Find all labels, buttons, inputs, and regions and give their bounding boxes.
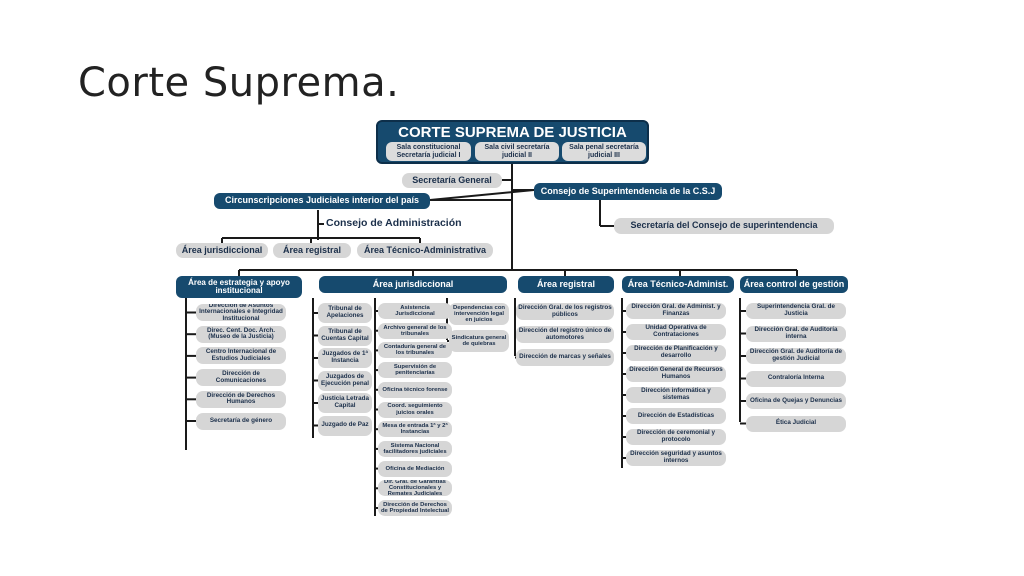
juris-col3-item: Dependencias con intervención legal en j… xyxy=(449,303,509,325)
control-items-item: Dirección Gral. de Auditoría de gestión … xyxy=(746,348,846,364)
consejo-superintendencia-box: Consejo de Superintendencia de la C.S.J xyxy=(534,183,722,200)
juris-col1-item: Juzgado de Paz xyxy=(318,415,372,436)
circ-area-registral: Área registral xyxy=(273,243,351,258)
control-items-item: Oficina de Quejas y Denuncias xyxy=(746,393,846,409)
area-jurisdiccional: Área jurisdiccional xyxy=(319,276,507,293)
juris-col2-item: Contaduría general de los tribunales xyxy=(378,342,452,359)
sala-constitucional: Sala constitucional Secretaría judicial … xyxy=(386,142,471,161)
area-tecnico: Área Técnico-Administ. xyxy=(622,276,734,293)
juris-col2-item: Oficina de Mediación xyxy=(378,460,452,477)
area-registral: Área registral xyxy=(518,276,614,293)
juris-col2-item: Mesa de entrada 1ª y 2ª Instancias xyxy=(378,421,452,438)
juris-col3-item: Sindicatura general de quiebras xyxy=(449,330,509,352)
juris-col1-item: Tribunal de Apelaciones xyxy=(318,303,372,323)
juris-col2-item: Sistema Nacional facilitadores judiciale… xyxy=(378,440,452,457)
control-items-item: Ética Judicial xyxy=(746,415,846,432)
juris-col1-item: Tribunal de Cuentas Capital xyxy=(318,325,372,346)
sala-civil: Sala civil secretaría judicial II xyxy=(475,142,559,161)
juris-col1-item: Juzgados de 1ª Instancia xyxy=(318,348,372,368)
secretaria-consejo: Secretaría del Consejo de superintendenc… xyxy=(614,218,834,234)
tecnico-items-item: Dirección seguridad y asuntos internos xyxy=(626,450,726,466)
registral-items-item: Dirección Gral. de los registros público… xyxy=(516,303,614,320)
area-estrategia: Área de estrategia y apoyo institucional xyxy=(176,276,302,298)
control-items-item: Dirección Gral. de Auditoría interna xyxy=(746,325,846,342)
corte-suprema-title: CORTE SUPREMA DE JUSTICIA xyxy=(398,124,627,141)
estrategia-items-item: Direc. Cent. Doc. Arch. (Museo de la Jus… xyxy=(196,325,286,343)
tecnico-items-item: Dirección de Estadísticas xyxy=(626,408,726,424)
tecnico-items-item: Unidad Operativa de Contrataciones xyxy=(626,324,726,340)
juris-col2-item: Coord. seguimiento juicios orales xyxy=(378,401,452,418)
circunscripciones-box: Circunscripciones Judiciales interior de… xyxy=(214,193,430,209)
registral-items-item: Dirección de marcas y señales xyxy=(516,349,614,366)
estrategia-items-item: Dirección de Asuntos Internacionales e I… xyxy=(196,304,286,321)
tecnico-items-item: Dirección de Planificación y desarrollo xyxy=(626,345,726,361)
juris-col1-item: Justicia Letrada Capital xyxy=(318,393,372,413)
juris-col2-item: Dirección de Derechos de Propiedad Intel… xyxy=(378,500,452,516)
estrategia-items-item: Dirección de Comunicaciones xyxy=(196,369,286,387)
sala-penal: Sala penal secretaría judicial III xyxy=(562,142,646,161)
estrategia-items-item: Secretaría de género xyxy=(196,412,286,430)
tecnico-items-item: Dirección informática y sistemas xyxy=(626,387,726,403)
control-items-item: Contraloría Interna xyxy=(746,370,846,387)
juris-col2-item: Oficina técnico forense xyxy=(378,381,452,398)
slide-title: Corte Suprema. xyxy=(78,60,400,106)
registral-items-item: Dirección del registro único de automoto… xyxy=(516,326,614,343)
juris-col2-item: Archivo general de los tribunales xyxy=(378,322,452,339)
juris-col1-item: Juzgados de Ejecución penal xyxy=(318,370,372,391)
juris-col2-item: Dir. Gral. de Garantías Constitucionales… xyxy=(378,480,452,497)
circ-area-jurisdiccional: Área jurisdiccional xyxy=(176,243,268,258)
secretaria-general: Secretaría General xyxy=(402,173,502,188)
tecnico-items-item: Dirección General de Recursos Humanos xyxy=(626,366,726,382)
tecnico-items-item: Dirección Gral. de Administ. y Finanzas xyxy=(626,303,726,319)
area-control: Área control de gestión xyxy=(740,276,848,293)
tecnico-items-item: Dirección de ceremonial y protocolo xyxy=(626,429,726,445)
juris-col2-item: Asistencia Jurisdiccional xyxy=(378,303,452,319)
consejo-administracion: Consejo de Administración xyxy=(326,217,462,229)
estrategia-items-item: Dirección de Derechos Humanos xyxy=(196,390,286,408)
circ-area-tecnico: Área Técnico-Administrativa xyxy=(357,243,493,258)
juris-col2-item: Supervisión de penitenciarías xyxy=(378,362,452,379)
control-items-item: Superintendencia Gral. de Justicia xyxy=(746,303,846,319)
estrategia-items-item: Centro Internacional de Estudios Judicia… xyxy=(196,347,286,365)
